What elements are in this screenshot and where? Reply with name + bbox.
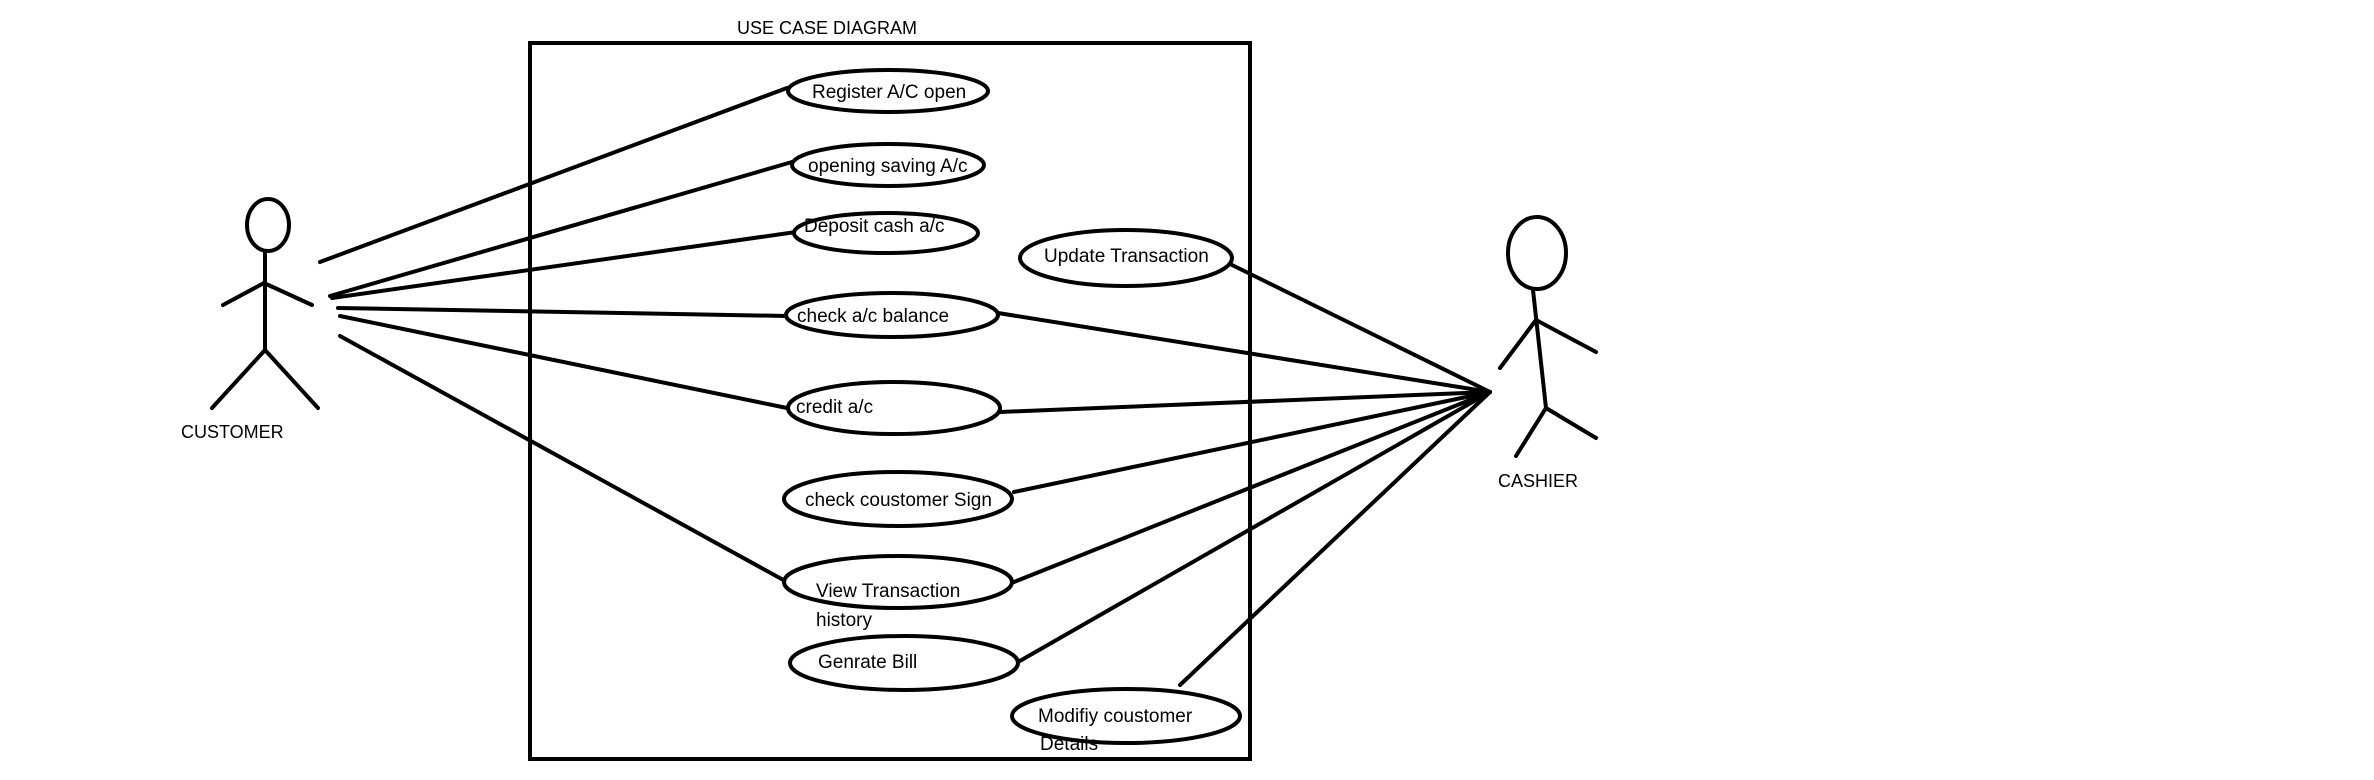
assoc-customer-view-history <box>338 334 789 584</box>
use-case-modify: Modifiy coustomer Details <box>1010 687 1242 755</box>
use-case-credit-label: credit a/c <box>796 397 873 418</box>
assoc-cashier-check-balance <box>996 311 1492 394</box>
use-case-modify-label-1: Modifiy coustomer <box>1038 706 1193 727</box>
cashier-leg-right <box>1544 406 1598 440</box>
assoc-cashier-view-history <box>1012 390 1492 584</box>
cashier-arm-left <box>1498 318 1538 370</box>
actor-customer: CUSTOMER <box>181 197 320 442</box>
assoc-customer-register <box>318 86 789 264</box>
cashier-leg-left <box>1514 406 1548 458</box>
diagram-title: USE CASE DIAGRAM <box>737 18 917 38</box>
customer-arm-right <box>262 281 314 307</box>
cashier-head <box>1506 215 1568 291</box>
use-case-view-history-label-2: history <box>816 610 872 631</box>
use-case-register-label: Register A/C open <box>812 82 966 103</box>
use-case-opening-saving-label: opening saving A/c <box>808 156 968 177</box>
assoc-cashier-modify <box>1178 390 1492 687</box>
use-case-view-history: View Transaction history <box>782 554 1014 631</box>
assoc-cashier-generate-bill <box>1016 390 1492 664</box>
assoc-customer-deposit <box>330 230 798 300</box>
use-case-credit: credit a/c <box>786 380 1002 436</box>
customer-label: CUSTOMER <box>181 422 284 442</box>
use-case-check-sign-label: check coustomer Sign <box>805 490 992 511</box>
use-case-check-sign: check coustomer Sign <box>782 470 1014 528</box>
customer-associations <box>318 86 798 584</box>
use-case-deposit-label: Deposit cash a/c <box>804 216 944 237</box>
cashier-arm-right <box>1534 318 1598 354</box>
use-case-update-transaction: Update Transaction <box>1018 228 1234 288</box>
assoc-cashier-check-sign <box>1012 390 1492 494</box>
use-case-generate-bill: Genrate Bill <box>788 634 1020 692</box>
assoc-cashier-update-transaction <box>1226 261 1492 394</box>
use-case-check-balance-label: check a/c balance <box>797 306 949 327</box>
use-case-check-balance: check a/c balance <box>784 291 1000 339</box>
cashier-label: CASHIER <box>1498 471 1578 491</box>
assoc-customer-credit <box>338 314 789 410</box>
cashier-associations <box>996 261 1492 687</box>
customer-leg-right <box>263 348 320 410</box>
customer-head <box>245 197 291 253</box>
customer-arm-left <box>221 281 266 307</box>
use-case-update-transaction-label: Update Transaction <box>1044 246 1209 267</box>
use-case-generate-bill-label: Genrate Bill <box>818 652 917 673</box>
assoc-customer-opening-saving <box>328 160 794 298</box>
use-case-modify-label-2: Details <box>1040 734 1098 755</box>
assoc-cashier-credit <box>998 390 1492 414</box>
customer-leg-left <box>210 348 267 410</box>
use-case-deposit: Deposit cash a/c <box>792 211 980 255</box>
assoc-customer-check-balance <box>336 306 789 318</box>
actor-cashier: CASHIER <box>1498 215 1598 491</box>
use-case-register: Register A/C open <box>786 68 990 114</box>
use-case-opening-saving: opening saving A/c <box>790 142 986 188</box>
cashier-body <box>1531 288 1548 410</box>
use-case-view-history-label-1: View Transaction <box>816 581 960 602</box>
